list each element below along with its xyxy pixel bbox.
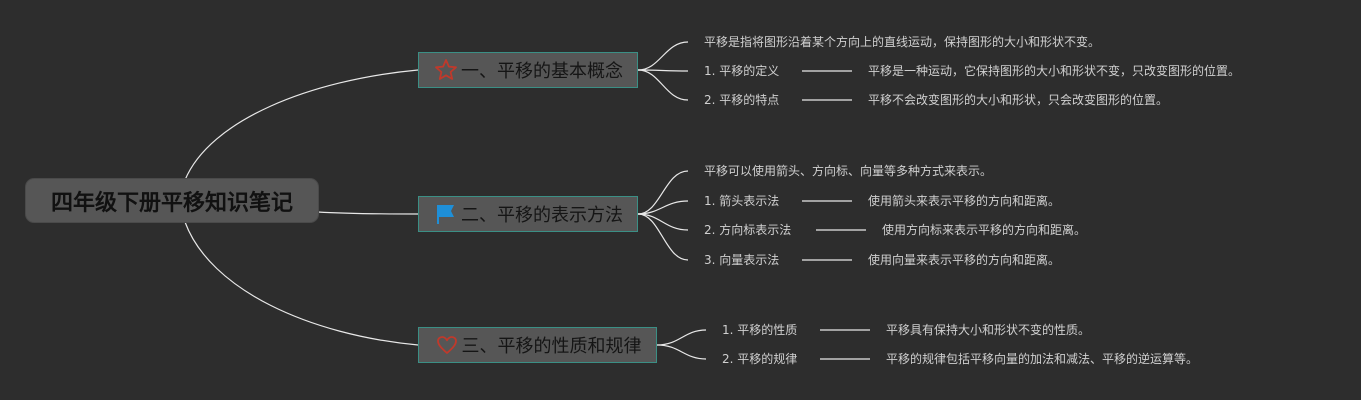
subtopic-detail[interactable]: 平移不会改变图形的大小和形状，只会改变图形的位置。	[868, 93, 1169, 107]
topic-node-properties[interactable]: 三、平移的性质和规律	[418, 327, 657, 363]
subtopic-label[interactable]: 1. 平移的性质	[722, 323, 798, 337]
subtopic-label[interactable]: 3. 向量表示法	[704, 253, 780, 267]
topic-node-basic-concept[interactable]: 一、平移的基本概念	[418, 52, 638, 88]
connector-t3-item1	[656, 329, 707, 346]
subtopic-intro[interactable]: 平移是指将图形沿着某个方向上的直线运动，保持图形的大小和形状不变。	[704, 35, 1101, 49]
subtopic-label[interactable]: 2. 平移的特点	[704, 93, 780, 107]
subtopic-label[interactable]: 2. 方向标表示法	[704, 223, 792, 237]
star-icon	[433, 58, 459, 82]
subtopic-detail[interactable]: 平移是一种运动，它保持图形的大小和形状不变，只改变图形的位置。	[868, 64, 1241, 78]
root-node[interactable]: 四年级下册平移知识笔记	[26, 179, 318, 222]
subtopic-detail[interactable]: 使用向量来表示平移的方向和距离。	[868, 253, 1061, 267]
subtopic-detail[interactable]: 使用箭头来表示平移的方向和距离。	[868, 194, 1061, 208]
connector-t1-intro	[637, 41, 689, 71]
connector-t2-item3	[637, 213, 689, 261]
topic-node-representation[interactable]: 二、平移的表示方法	[418, 196, 638, 232]
subtopic-detail[interactable]: 平移具有保持大小和形状不变的性质。	[886, 323, 1091, 337]
connector-t2-intro	[637, 170, 689, 215]
subtopic-label[interactable]: 2. 平移的规律	[722, 352, 798, 366]
topic-label: 一、平移的基本概念	[461, 61, 623, 82]
connector-t1-item2	[637, 69, 689, 101]
connector-t3-item2	[656, 344, 707, 360]
flag-icon	[433, 202, 459, 226]
root-label: 四年级下册平移知识笔记	[50, 190, 293, 216]
connector-t2-item1	[637, 200, 689, 215]
subtopic-detail[interactable]: 使用方向标来表示平移的方向和距离。	[882, 223, 1087, 237]
subtopic-label[interactable]: 1. 平移的定义	[704, 64, 780, 78]
topic-label: 三、平移的性质和规律	[461, 336, 642, 357]
subtopic-label[interactable]: 1. 箭头表示法	[704, 194, 780, 208]
subtopic-intro[interactable]: 平移可以使用箭头、方向标、向量等多种方式来表示。	[704, 164, 993, 178]
heart-icon	[434, 333, 460, 357]
connector-root-topic-2	[317, 211, 419, 215]
connector-root-topic-3	[184, 221, 419, 346]
topic-label: 二、平移的表示方法	[461, 205, 623, 226]
connector-root-topic-1	[184, 69, 419, 181]
subtopic-detail[interactable]: 平移的规律包括平移向量的加法和减法、平移的逆运算等。	[886, 352, 1199, 366]
